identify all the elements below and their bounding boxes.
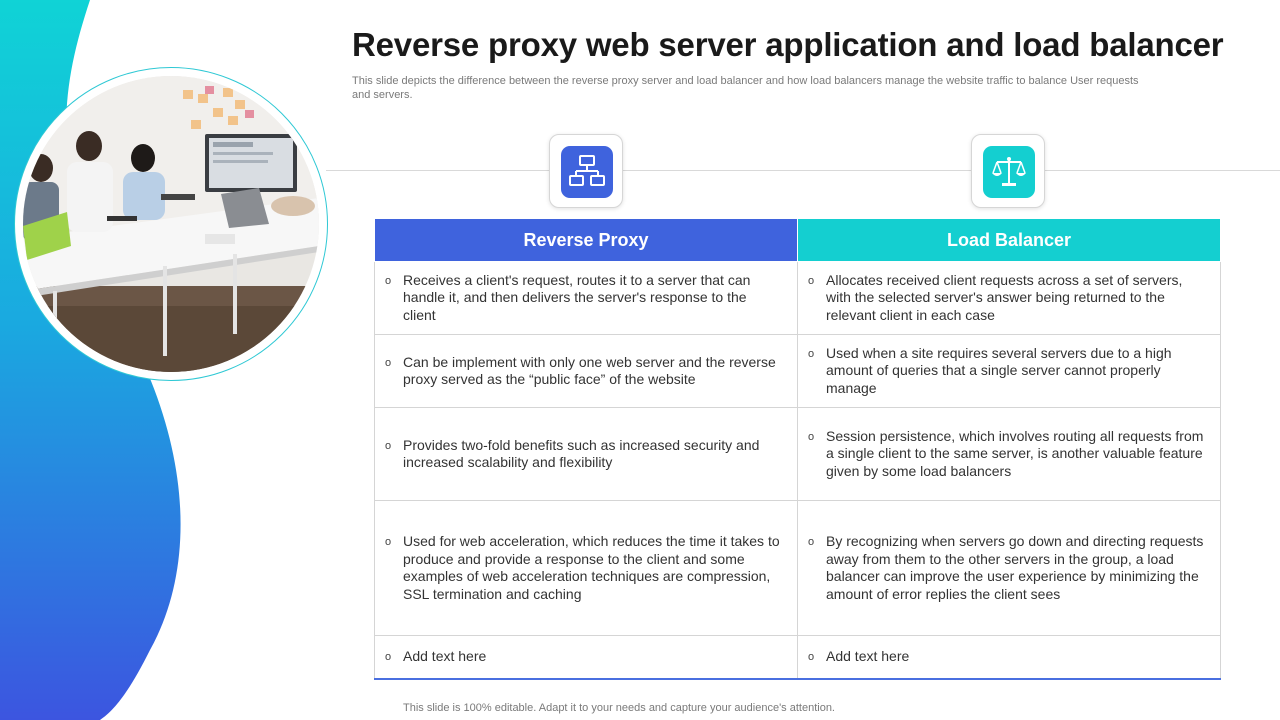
table-cell: o Can be implement with only one web serv… <box>374 334 798 408</box>
placeholder-text[interactable]: Add text here <box>826 647 910 664</box>
footer-note: This slide is 100% editable. Adapt it to… <box>403 702 835 714</box>
server-network-icon <box>569 155 605 186</box>
office-meeting-photo <box>23 76 319 372</box>
bullet-icon: o <box>385 356 392 369</box>
cell-text: Used for web acceleration, which reduces… <box>403 533 780 602</box>
bullet-icon: o <box>808 347 815 360</box>
cell-text: Allocates received client requests acros… <box>826 271 1183 323</box>
table-cell: o Allocates received client requests acro… <box>797 261 1221 335</box>
bullet-icon: o <box>385 650 392 663</box>
cell-text: Used when a site requires several server… <box>826 344 1172 396</box>
table-row: o Used for web acceleration, which reduce… <box>374 500 1221 636</box>
balance-scale-icon <box>992 157 1026 186</box>
table-row: o Receives a client's request, routes it … <box>374 261 1221 335</box>
page-subtitle: This slide depicts the difference betwee… <box>352 75 1139 101</box>
table-cell: o Add text here <box>797 635 1221 680</box>
comparison-table: Reverse Proxy Load Balancer o Receives a … <box>374 218 1221 680</box>
bullet-icon: o <box>385 439 392 452</box>
table-row: o Add text here o Add text here <box>374 635 1221 680</box>
header-load-balancer: Load Balancer <box>797 218 1221 262</box>
placeholder-text[interactable]: Add text here <box>403 647 487 664</box>
table-cell: o Session persistence, which involves rou… <box>797 407 1221 501</box>
cell-text: Can be implement with only one web serve… <box>403 353 776 388</box>
divider-line <box>326 170 1280 171</box>
load-balancer-icon-box <box>971 134 1045 208</box>
reverse-proxy-icon-box <box>549 134 623 208</box>
cell-text: Receives a client's request, routes it t… <box>403 271 751 323</box>
table-cell: o Receives a client's request, routes it … <box>374 261 798 335</box>
header-reverse-proxy: Reverse Proxy <box>374 218 798 262</box>
bullet-icon: o <box>385 536 392 548</box>
table-cell: o By recognizing when servers go down and… <box>797 500 1221 636</box>
table-row: o Can be implement with only one web serv… <box>374 334 1221 408</box>
bullet-icon: o <box>808 430 815 443</box>
cell-text: By recognizing when servers go down and … <box>826 533 1204 602</box>
table-row: o Provides two-fold benefits such as incr… <box>374 407 1221 501</box>
cell-text: Provides two-fold benefits such as incre… <box>403 436 760 471</box>
bullet-icon: o <box>808 650 815 663</box>
bullet-icon: o <box>808 274 815 287</box>
table-cell: o Provides two-fold benefits such as incr… <box>374 407 798 501</box>
cell-text: Session persistence, which involves rout… <box>826 427 1204 479</box>
table-cell: o Used for web acceleration, which reduce… <box>374 500 798 636</box>
page-title: Reverse proxy web server application and… <box>352 26 1224 63</box>
table-cell: o Used when a site requires several serve… <box>797 334 1221 408</box>
table-cell: o Add text here <box>374 635 798 680</box>
bullet-icon: o <box>808 536 815 548</box>
bullet-icon: o <box>385 274 392 287</box>
